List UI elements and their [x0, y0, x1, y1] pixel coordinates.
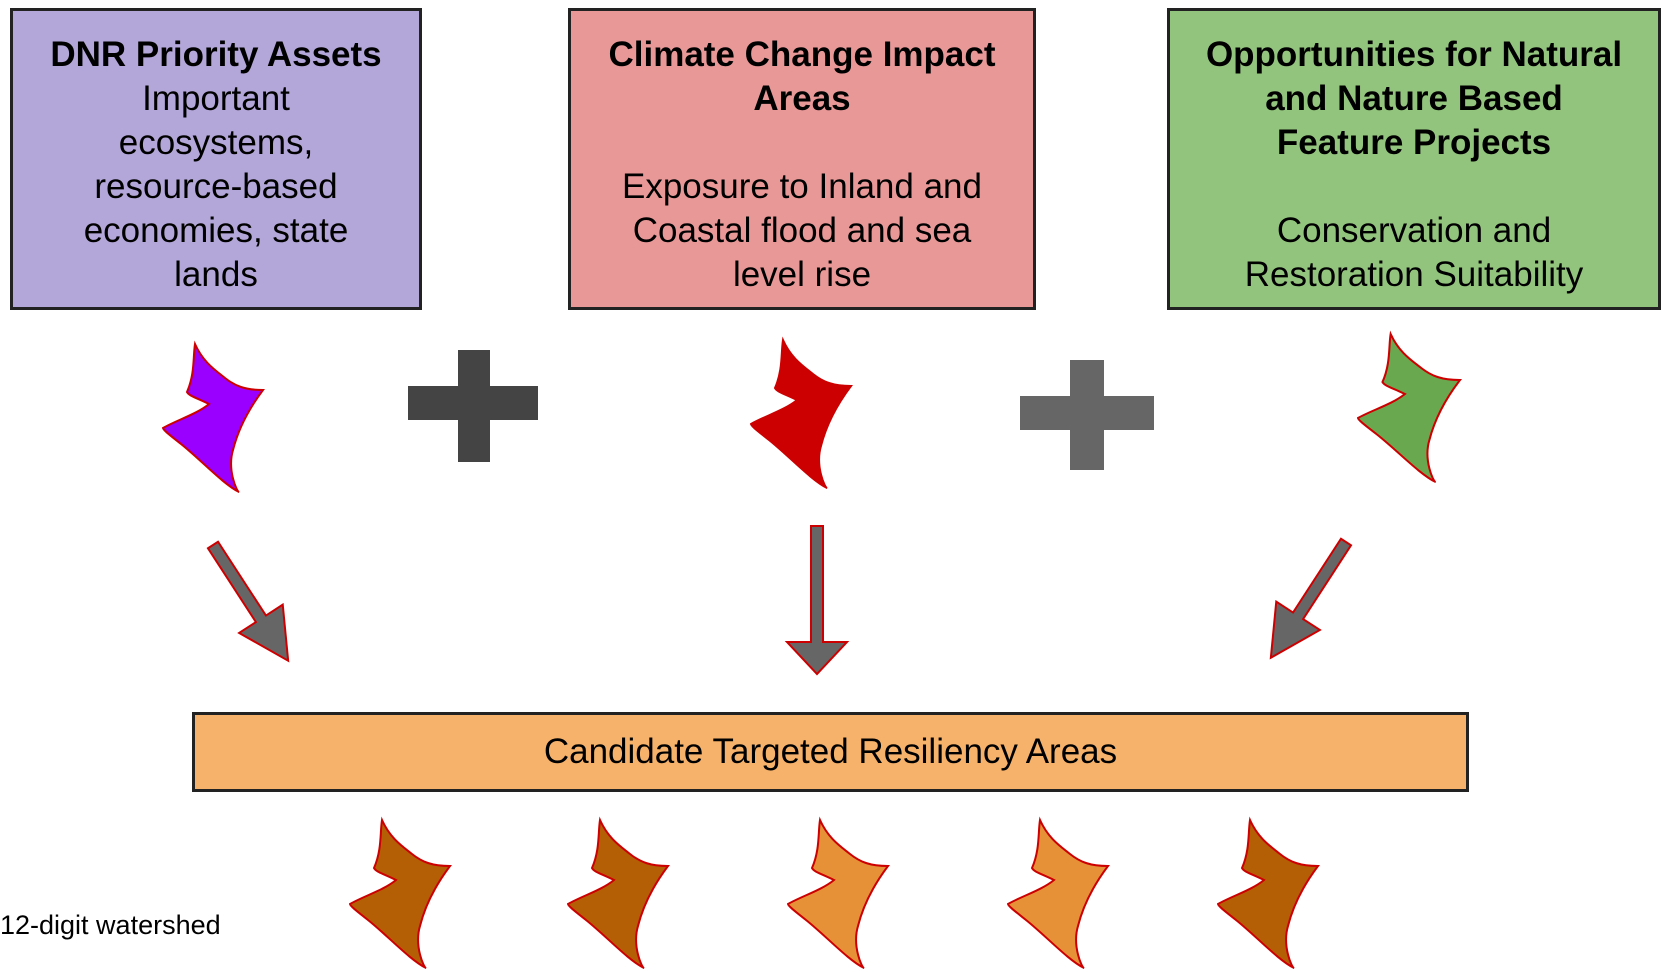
climate-title-line-1: Climate Change Impact [608, 35, 996, 74]
climate-line-2: Coastal flood and sea [632, 211, 972, 250]
opps-line-1: Conservation and [1276, 211, 1552, 250]
candidate-label: Candidate Targeted Resiliency Areas [543, 732, 1118, 771]
assets-line-3: resource-based [94, 167, 338, 206]
opps-title-line-1: Opportunities for Natural [1205, 35, 1623, 74]
opps-title-line-3: Feature Projects [1276, 123, 1552, 162]
opps-title-line-2: and Nature Based [1265, 79, 1563, 118]
assets-line-5: lands [174, 255, 258, 294]
candidate-watershed-icon [1217, 819, 1319, 969]
candidate-watershed-icon [349, 819, 451, 969]
candidate-targeted-resiliency-areas-box: Candidate Targeted Resiliency Areas [192, 712, 1469, 792]
assets-line-4: economies, state [83, 211, 349, 250]
down-arrow-icon [784, 525, 850, 676]
nature-based-opportunities-box: Opportunities for Natural and Nature Bas… [1167, 8, 1661, 310]
climate-line-1: Exposure to Inland and [622, 167, 982, 206]
climate-change-impact-box: Climate Change Impact Areas Exposure to … [568, 8, 1036, 310]
plus-icon [1020, 360, 1154, 470]
dnr-priority-assets-box: DNR Priority Assets Important ecosystems… [10, 8, 422, 310]
candidate-watershed-icon [1007, 819, 1109, 969]
dnr-priority-assets-title: DNR Priority Assets [50, 35, 382, 74]
candidate-watershed-icon [567, 819, 669, 969]
climate-line-3: level rise [732, 255, 872, 294]
candidate-watershed-icon [787, 819, 889, 969]
assets-line-1: Important [142, 79, 290, 118]
opps-line-2: Restoration Suitability [1244, 255, 1584, 294]
watershed-footnote: 12-digit watershed [0, 910, 221, 940]
priority-assets-watershed-icon [162, 343, 264, 493]
climate-title-line-2: Areas [753, 79, 851, 118]
assets-line-2: ecosystems, [118, 123, 314, 162]
climate-impact-watershed-icon [750, 339, 852, 489]
down-left-arrow-icon [1269, 537, 1353, 660]
down-right-arrow-icon [206, 540, 290, 663]
plus-icon [408, 350, 538, 462]
opportunities-watershed-icon [1356, 332, 1462, 484]
